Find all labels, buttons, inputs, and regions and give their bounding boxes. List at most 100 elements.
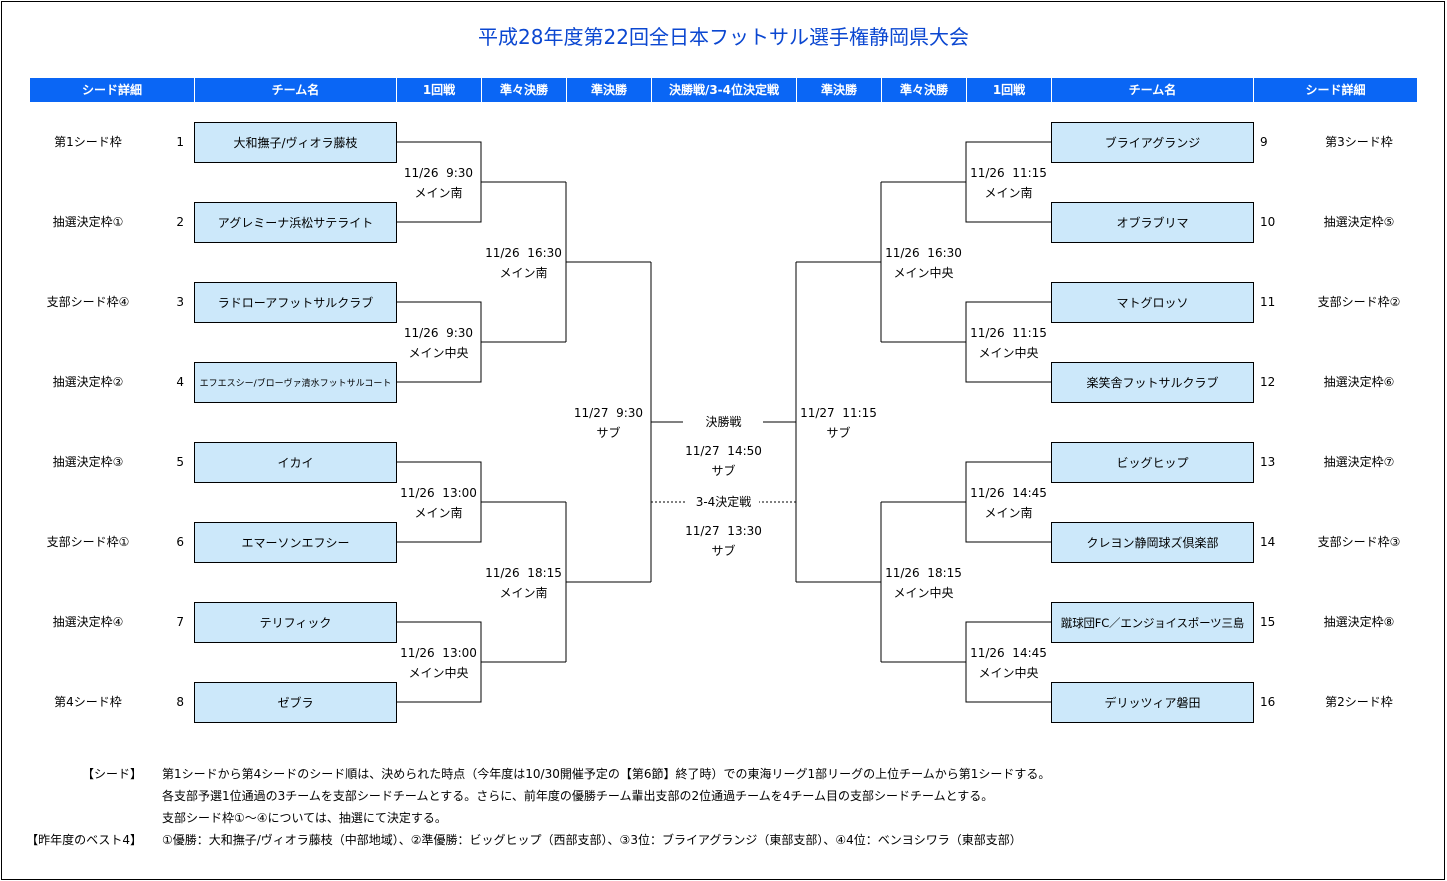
match-venue: メイン中央: [978, 346, 1039, 360]
right-qf-match-2-schedule: 11/26 18:15 メイン中央: [881, 563, 966, 603]
match-venue: メイン中央: [893, 586, 954, 600]
match-date: 11/26 16:30: [485, 246, 562, 260]
header-round-1-left: 1回戦: [396, 78, 481, 102]
match-date: 11/26 9:30: [403, 326, 474, 340]
team-box-16: デリッツィア磐田: [1051, 682, 1254, 723]
match-venue: メイン南: [499, 586, 548, 600]
left-qf-match-2-schedule: 11/26 18:15 メイン南: [481, 563, 566, 603]
column-header-bar: シード詳細 チーム名 1回戦 準々決勝 準決勝 決勝戦/3-4位決定戦 準決勝 …: [30, 78, 1417, 102]
match-venue: メイン南: [984, 186, 1033, 200]
team-box-4: エフエスシー/ブローヴァ清水フットサルコート: [194, 362, 397, 403]
right-sf-schedule: 11/27 11:15 サブ: [796, 403, 881, 443]
right-qf-match-1-schedule: 11/26 16:30 メイン中央: [881, 243, 966, 283]
header-semifinal-right: 準決勝: [796, 78, 881, 102]
team-number-13: 13: [1260, 455, 1276, 469]
team-box-3: ラドローアフットサルクラブ: [194, 282, 397, 323]
seed-label-14: 支部シード枠③: [1317, 535, 1401, 549]
team-number-8: 8: [176, 695, 184, 709]
left-r1-match-2-schedule: 11/26 9:30 メイン中央: [396, 323, 481, 363]
team-box-14: クレヨン静岡球ズ倶楽部: [1051, 522, 1254, 563]
seed-note-label: 【シード】: [81, 767, 142, 781]
team-box-9: ブライアグランジ: [1051, 122, 1254, 163]
match-venue: メイン中央: [893, 266, 954, 280]
header-seed-detail-left: シード詳細: [81, 83, 142, 97]
team-number-1: 1: [176, 135, 184, 149]
match-date: 11/26 11:15: [970, 166, 1047, 180]
match-date: 11/26 13:00: [400, 486, 477, 500]
match-date: 11/26 16:30: [885, 246, 962, 260]
header-quarterfinal-left: 準々決勝: [481, 78, 566, 102]
team-box-15: 蹴球団FC／エンジョイスポーツ三島: [1051, 602, 1254, 643]
team-number-3: 3: [176, 295, 184, 309]
team-box-10: オブラブリマ: [1051, 202, 1254, 243]
header-semifinal-left: 準決勝: [566, 78, 651, 102]
third-place-venue: サブ: [711, 544, 736, 558]
seed-label-10: 抽選決定枠⑤: [1323, 215, 1395, 229]
best4-text: ①優勝：大和撫子/ヴィオラ藤枝（中部地域）、②準優勝：ビッグヒップ（西部支部）、…: [162, 833, 1022, 847]
right-r1-match-4-schedule: 11/26 14:45 メイン中央: [966, 643, 1051, 683]
seed-label-7: 抽選決定枠④: [52, 615, 124, 629]
best4-label: 【昨年度のベスト4】: [26, 833, 142, 847]
team-number-16: 16: [1260, 695, 1276, 709]
team-number-4: 4: [176, 375, 184, 389]
seed-label-15: 抽選決定枠⑧: [1323, 615, 1395, 629]
final-venue: サブ: [711, 464, 736, 478]
left-qf-match-1-schedule: 11/26 16:30 メイン南: [481, 243, 566, 283]
header-quarterfinal-right: 準々決勝: [881, 78, 966, 102]
match-venue: メイン中央: [408, 346, 469, 360]
left-r1-match-4-schedule: 11/26 13:00 メイン中央: [396, 643, 481, 683]
team-box-7: テリフィック: [194, 602, 397, 643]
seed-note-line-3: 支部シード枠①～④については、抽選にて決定する。: [162, 811, 447, 825]
team-number-7: 7: [176, 615, 184, 629]
left-r1-match-1-schedule: 11/26 9:30 メイン南: [396, 163, 481, 203]
match-date: 11/26 9:30: [403, 166, 474, 180]
right-r1-match-1-schedule: 11/26 11:15 メイン南: [966, 163, 1051, 203]
team-box-5: イカイ: [194, 442, 397, 483]
match-date: 11/26 18:15: [485, 566, 562, 580]
match-date: 11/26 14:45: [970, 646, 1047, 660]
page-title: 平成28年度第22回全日本フットサル選手権静岡県大会: [478, 25, 969, 49]
seed-label-2: 抽選決定枠①: [52, 215, 124, 229]
right-r1-match-3-schedule: 11/26 14:45 メイン南: [966, 483, 1051, 523]
team-number-6: 6: [176, 535, 184, 549]
seed-label-5: 抽選決定枠③: [52, 455, 124, 469]
header-team-name-right: チーム名: [1051, 78, 1253, 102]
match-date: 11/27 9:30: [573, 406, 644, 420]
left-r1-match-3-schedule: 11/26 13:00 メイン南: [396, 483, 481, 523]
seed-label-1: 第1シード枠: [54, 135, 122, 149]
seed-label-9: 第3シード枠: [1325, 135, 1393, 149]
team-number-12: 12: [1260, 375, 1276, 389]
team-box-13: ビッグヒップ: [1051, 442, 1254, 483]
left-sf-schedule: 11/27 9:30 サブ: [566, 403, 651, 443]
header-final: 決勝戦/3-4位決定戦: [651, 78, 796, 102]
seed-label-12: 抽選決定枠⑥: [1323, 375, 1395, 389]
match-venue: メイン中央: [408, 666, 469, 680]
seed-label-8: 第4シード枠: [54, 695, 122, 709]
match-venue: メイン南: [414, 506, 463, 520]
team-number-2: 2: [176, 215, 184, 229]
third-place-date: 11/27 13:30: [685, 524, 762, 538]
seed-label-3: 支部シード枠④: [46, 295, 130, 309]
seed-label-16: 第2シード枠: [1325, 695, 1393, 709]
team-box-6: エマーソンエフシー: [194, 522, 397, 563]
match-date: 11/26 11:15: [970, 326, 1047, 340]
final-label: 決勝戦: [705, 415, 742, 429]
match-date: 11/26 14:45: [970, 486, 1047, 500]
match-venue: メイン南: [414, 186, 463, 200]
right-r1-match-2-schedule: 11/26 11:15 メイン中央: [966, 323, 1051, 363]
header-round-1-right: 1回戦: [966, 78, 1051, 102]
team-box-8: ゼブラ: [194, 682, 397, 723]
seed-label-13: 抽選決定枠⑦: [1323, 455, 1395, 469]
team-number-9: 9: [1260, 135, 1268, 149]
team-number-10: 10: [1260, 215, 1276, 229]
match-date: 11/27 11:15: [800, 406, 877, 420]
team-number-15: 15: [1260, 615, 1276, 629]
seed-label-4: 抽選決定枠②: [52, 375, 124, 389]
team-box-12: 楽笑舎フットサルクラブ: [1051, 362, 1254, 403]
team-number-14: 14: [1260, 535, 1276, 549]
final-date: 11/27 14:50: [685, 444, 762, 458]
header-team-name-left: チーム名: [194, 78, 396, 102]
match-venue: メイン南: [499, 266, 548, 280]
